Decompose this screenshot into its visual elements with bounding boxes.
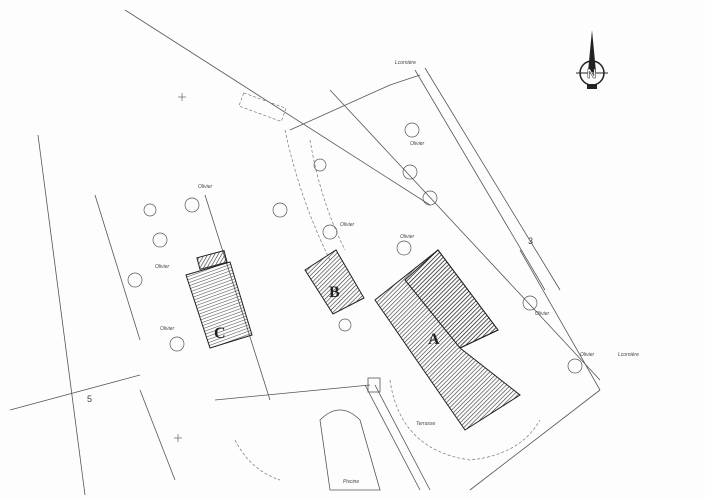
svg-text:Olivier: Olivier <box>400 234 415 240</box>
parcel-number-5: 5 <box>87 394 92 404</box>
building-b-label: B <box>329 284 340 301</box>
corner-label-top: Lcornière <box>395 60 416 66</box>
building-c-label: C <box>214 325 226 342</box>
svg-text:Olivier: Olivier <box>580 352 595 358</box>
corner-label: Lcornière <box>618 352 639 358</box>
svg-text:N: N <box>587 66 596 81</box>
parcel-number-3: 3 <box>528 236 533 246</box>
svg-text:Olivier: Olivier <box>535 311 550 317</box>
svg-text:Olivier: Olivier <box>160 326 175 332</box>
olive-trees <box>127 122 583 374</box>
svg-text:Olivier: Olivier <box>340 222 355 228</box>
svg-text:Olivier: Olivier <box>410 141 425 147</box>
north-arrow-icon: N <box>576 30 608 89</box>
building-a-label: A <box>428 331 440 348</box>
pool-label: Piscine <box>343 479 359 485</box>
building-a[interactable]: A <box>374 249 521 431</box>
parcel-boundaries <box>9 9 601 496</box>
svg-text:Olivier: Olivier <box>198 184 213 190</box>
grid-crosses <box>174 93 186 442</box>
building-c[interactable]: C <box>185 249 253 349</box>
building-b[interactable]: B <box>304 249 365 315</box>
tree-labels: Olivier Olivier Olivier Olivier Olivier … <box>155 141 595 358</box>
terrace-label: Terrasse <box>416 421 435 427</box>
svg-text:Olivier: Olivier <box>155 264 170 270</box>
